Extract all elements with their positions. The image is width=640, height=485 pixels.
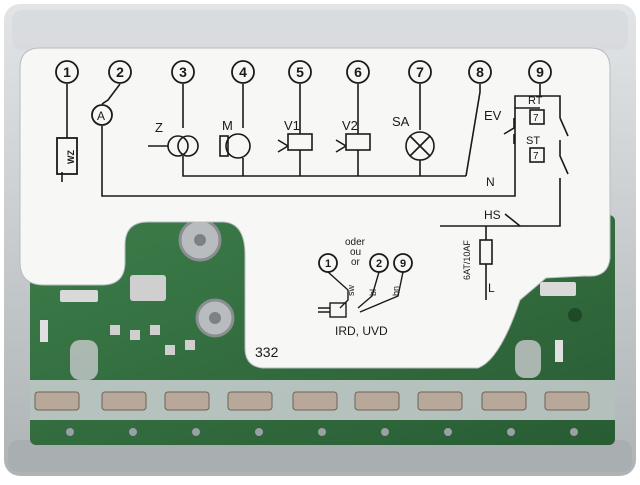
label-HS: HS [484,208,501,222]
terminal-2-label: 2 [116,64,124,80]
terminal-9-label: 9 [536,64,544,80]
sensor-terminal-1: 1 [325,258,331,270]
label-EV: EV [484,108,502,123]
wire-bn: bn [391,286,401,296]
model-number: 332 [255,344,279,360]
component-labels: A Z M V1 V2 SA EV RT 7 ST 7 HS N L WZ 6A… [66,95,543,295]
label-V1: V1 [284,118,300,133]
sensor-type-label: IRD, UVD [335,324,388,338]
label-RT-box: 7 [533,113,539,124]
sensor-terminal-2: 2 [376,258,382,270]
sensor-wiring [318,271,404,318]
label-Z: Z [155,120,163,135]
terminal-3-label: 3 [179,64,187,80]
label-V2: V2 [342,118,358,133]
label-ST-box: 7 [533,151,539,162]
label-A: A [97,109,105,123]
wiring-label [19,47,611,369]
terminal-8-label: 8 [476,64,484,80]
terminal-numbers: 1 2 3 4 5 6 7 8 9 [63,64,544,80]
terminal-screws [34,391,590,411]
terminal-1-label: 1 [63,64,71,80]
label-N: N [486,175,495,189]
sensor-or: or [351,257,361,268]
label-ST: ST [526,135,540,147]
sensor-ou: ou [350,247,361,258]
pcb-components [40,218,582,380]
sensor-terminal-9: 9 [400,258,406,270]
wiring-diagram [56,83,569,300]
housing-bottom-rim [8,440,632,472]
label-SA: SA [392,114,410,129]
label-M: M [222,118,233,133]
label-L: L [488,281,495,295]
label-WZ: WZ [66,150,76,164]
terminal-6-label: 6 [354,64,362,80]
housing-top-rim [12,10,628,50]
terminal-7-label: 7 [416,64,424,80]
terminal-5-label: 5 [296,64,304,80]
label-RT: RT [528,95,543,107]
sensor-labels: oder ou or 1 2 9 sw bl bn IRD, UVD [325,237,406,338]
sensor-oder: oder [345,237,366,248]
terminal-pins [66,428,578,436]
label-fuse-rating: 6AT/10AF [462,240,472,280]
wire-bl: bl [368,289,378,296]
terminal-4-label: 4 [239,64,247,80]
wire-sw: sw [346,285,356,297]
